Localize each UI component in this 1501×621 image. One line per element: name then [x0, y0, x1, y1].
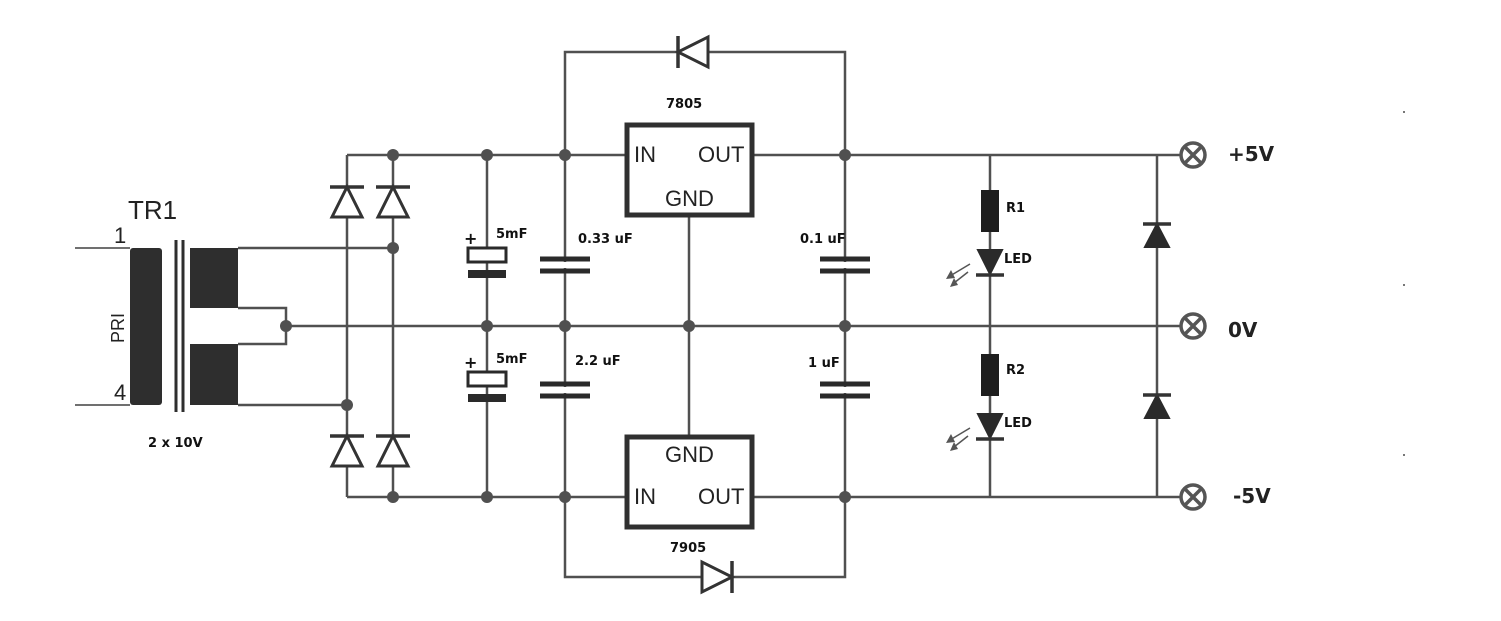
transformer-tr1: TR1 1 4 PRI 2 x 10V [108, 195, 238, 451]
primary-winding [130, 248, 162, 405]
regulator-7805-part: 7805 [666, 97, 702, 112]
capacitor-c4: 2.2 uF [540, 354, 621, 399]
capacitor-c3-value: 0.33 uF [578, 232, 633, 247]
protection-diode-top [1143, 221, 1171, 248]
regulator-7905-part: 7905 [670, 541, 706, 556]
polarity-mark-c1: + [464, 229, 477, 248]
led-2-label: LED [1004, 416, 1032, 431]
capacitor-c2: + 5mF [464, 352, 527, 402]
regulator-7805-in: IN [634, 142, 656, 167]
capacitor-c2-value: 5mF [496, 352, 527, 367]
regulator-7805: 7805 IN OUT GND [624, 97, 755, 218]
regulator-7905: 7905 GND IN OUT [624, 434, 755, 556]
bridge-diode-1 [329, 183, 365, 219]
regulator-7805-gnd: GND [665, 186, 714, 211]
stray-dots [1403, 111, 1405, 456]
transformer-label: TR1 [128, 195, 177, 225]
capacitor-c1-value: 5mF [496, 227, 527, 242]
regulator-7905-in: IN [634, 484, 656, 509]
polarity-mark-c2: + [464, 353, 477, 372]
bridge-diode-3 [329, 432, 365, 468]
terminal-minus-5v: -5V [1179, 483, 1271, 511]
pin-1-label: 1 [114, 223, 126, 248]
resistor-r1: R1 [981, 190, 1025, 232]
capacitor-c5-value: 0.1 uF [800, 232, 846, 247]
output-plus-5v-label: +5V [1228, 142, 1275, 166]
bridge-diode-4 [375, 432, 411, 468]
led-1-label: LED [1004, 252, 1032, 267]
terminal-0v: 0V [1179, 312, 1258, 342]
bridge-diode-2 [375, 183, 411, 219]
capacitor-c3: 0.33 uF [540, 232, 633, 274]
regulator-7805-out: OUT [698, 142, 744, 167]
output-0v-label: 0V [1228, 318, 1258, 342]
led-1: LED [946, 249, 1032, 287]
bridge-rectifier [329, 183, 411, 468]
bypass-diode-top [674, 34, 710, 70]
terminal-plus-5v: +5V [1179, 141, 1275, 169]
capacitor-c1: + 5mF [464, 227, 527, 278]
output-minus-5v-label: -5V [1233, 484, 1271, 508]
capacitor-c4-value: 2.2 uF [575, 354, 621, 369]
protection-diode-bottom [1143, 392, 1171, 419]
led-2: LED [946, 413, 1032, 451]
primary-label: PRI [108, 313, 128, 343]
resistor-r1-label: R1 [1006, 201, 1025, 216]
capacitor-c6: 1 uF [808, 356, 870, 399]
capacitor-c6-value: 1 uF [808, 356, 840, 371]
resistor-r2-label: R2 [1006, 363, 1025, 378]
regulator-7905-out: OUT [698, 484, 744, 509]
bypass-diode-bottom [700, 559, 736, 595]
pin-4-label: 4 [114, 380, 126, 405]
secondary-label: 2 x 10V [148, 436, 203, 451]
junction-dots [280, 149, 851, 503]
resistor-r2: R2 [981, 354, 1025, 396]
regulator-7905-gnd: GND [665, 442, 714, 467]
capacitor-c5: 0.1 uF [800, 232, 870, 274]
